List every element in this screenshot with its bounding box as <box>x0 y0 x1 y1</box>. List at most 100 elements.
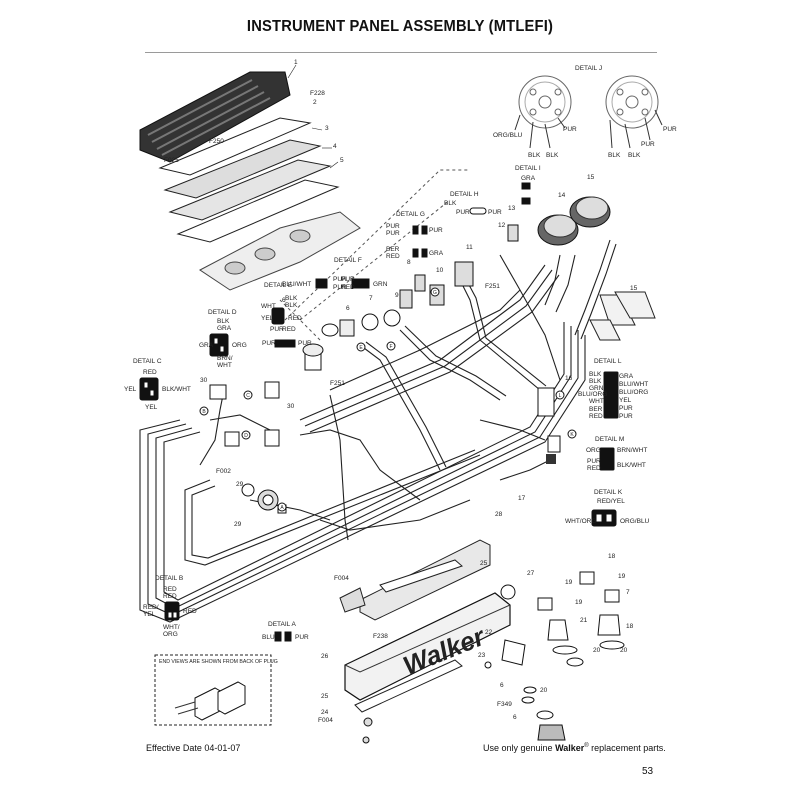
label-details-i-label: GRA <box>521 175 536 182</box>
label-details-g-a_r: PUR <box>429 227 443 234</box>
label-details-h-title: DETAIL H <box>450 191 479 198</box>
label-callouts-27: 28 <box>495 511 503 518</box>
label-callouts-1: 2 <box>313 99 317 106</box>
label-callouts-3: 4 <box>333 143 337 150</box>
label-callouts-24: 25 <box>321 693 329 700</box>
label-part_codes-1: F250 <box>209 138 224 145</box>
label-callouts-24: 25 <box>480 560 488 567</box>
label-callouts-5: 6 <box>500 682 504 689</box>
label-connector_letters-6: G <box>433 290 437 296</box>
label-callouts-11: 12 <box>498 222 506 229</box>
label-connector_letters-2: C <box>246 393 250 399</box>
label-details-l-rows-1-0: BLK <box>589 378 602 385</box>
label-details-c-bottom: YEL <box>145 404 158 411</box>
dashed-leader-frame <box>279 169 470 341</box>
switch-components-right <box>500 571 625 741</box>
label-details-b-bottom1: WHT/ <box>163 624 180 631</box>
label-part_codes-4: F002 <box>216 468 231 475</box>
label-callouts-28: 29 <box>234 521 242 528</box>
dash-cover-part-1 <box>139 64 297 163</box>
label-details-e-top1: BLK <box>285 295 298 302</box>
label-details-j-l4: BLK <box>546 152 559 159</box>
page-number: 53 <box>642 766 654 777</box>
label-details-j-r4: BLK <box>628 152 641 159</box>
label-details-k-left: WHT/ORG <box>565 518 596 525</box>
label-details-a-left: BLU <box>262 634 275 641</box>
label-connector_letters-5: F <box>389 344 392 350</box>
label-details-f-a_top: PUR <box>333 276 347 283</box>
label-details-k-top: RED/YEL <box>597 498 625 505</box>
label-callouts-5: 6 <box>282 297 286 304</box>
label-connector_letters-0: A <box>280 505 284 511</box>
label-details-d-top1: BLK <box>217 318 230 325</box>
label-part_codes-5: F004 <box>334 575 349 582</box>
label-details-d-bottom1: BRN/ <box>217 355 233 362</box>
label-details-l-rows-1-1: BLU/WHT <box>619 381 648 388</box>
label-details-h-left: PUR <box>456 209 470 216</box>
label-details-m-r2: BLK/WHT <box>617 462 646 469</box>
switch-cluster <box>302 224 519 371</box>
label-callouts-4: 5 <box>340 157 344 164</box>
label-details-k-right: ORG/BLU <box>620 518 650 525</box>
label-details-l-rows-4-1: YEL <box>619 397 632 404</box>
label-details-d-bottom2: WHT <box>217 362 232 369</box>
label-details-l-rows-6-1: PUR <box>619 413 633 420</box>
label-details-j-l3: BLK <box>528 152 541 159</box>
diagram-labels: 1 2 3 4 5 6 7 8 9 10 11 12 13 14 15 15 1… <box>124 59 677 724</box>
label-connector_letters-1: B <box>202 409 206 415</box>
label-details-m-l3: RED <box>587 465 601 472</box>
label-part_codes-7: F349 <box>497 701 512 708</box>
label-connector_letters-3: D <box>244 433 248 439</box>
label-details-j-title: DETAIL J <box>575 65 602 72</box>
label-callouts-22: 23 <box>478 652 486 659</box>
label-details-l-rows-5-0: BER <box>589 406 603 413</box>
label-part_codes-3: F251 <box>485 283 500 290</box>
label-callouts-10: 11 <box>466 244 473 251</box>
label-details-f-b_top: PUR <box>341 276 355 283</box>
label-details-m-l2: PUR <box>587 458 601 465</box>
registered-mark: ® <box>584 743 589 749</box>
label-callouts-19: 20 <box>620 647 628 654</box>
detail-connectors <box>139 182 619 642</box>
label-details-l-rows-3-0: BLU/ORG <box>578 391 607 398</box>
label-details-b-bottom2: ORG <box>163 631 178 638</box>
label-details-m-r1: BRN/WHT <box>617 447 647 454</box>
detail-j-gauge-backs <box>514 75 663 149</box>
label-end_view_note: END VIEWS ARE SHOWN FROM BACK OF PLUG <box>159 659 278 665</box>
label-callouts-6: 7 <box>626 589 630 596</box>
label-callouts-26: 27 <box>527 570 535 577</box>
label-details-c-top: RED <box>143 369 157 376</box>
label-details-e-low_right: PUR <box>298 340 312 347</box>
label-details-l-rows-4-0: WHT <box>589 398 604 405</box>
label-connector_letters-11: L <box>559 393 562 399</box>
label-details-l-rows-2-1: BLU/ORG <box>619 389 648 396</box>
label-part_codes-5: F004 <box>318 717 333 724</box>
label-callouts-25: 26 <box>321 653 329 660</box>
label-details-g-b_l2: RED <box>386 253 400 260</box>
label-part_codes-3: F251 <box>330 380 345 387</box>
label-details-b-left1: RED/ <box>143 604 159 611</box>
label-details-g-b_l1: BER <box>386 246 400 253</box>
label-details-h-right: PUR <box>488 209 502 216</box>
connector-letter-bubbles <box>199 287 577 512</box>
label-details-m-title: DETAIL M <box>595 436 624 443</box>
label-details-d-top2: GRA <box>217 325 232 332</box>
label-callouts-23: 24 <box>321 709 329 716</box>
lower-panel-28 <box>339 539 491 621</box>
label-part_codes-2: F025 <box>164 157 179 164</box>
decal-25-lower <box>354 659 463 744</box>
label-details-e-left2: YEL <box>261 315 274 322</box>
label-part_codes-6: F238 <box>373 633 388 640</box>
label-details-i-title: DETAIL I <box>515 165 541 172</box>
label-callouts-6: 7 <box>369 295 373 302</box>
label-callouts-14: 15 <box>587 174 595 181</box>
label-details-g-title: DETAIL G <box>396 211 425 218</box>
label-callouts-18: 19 <box>575 599 583 606</box>
decal-25-upper <box>379 559 463 593</box>
end-view-note-box <box>154 654 272 726</box>
label-details-b-left2: YEL <box>143 611 156 618</box>
label-callouts-17: 18 <box>608 553 616 560</box>
label-details-g-a_l1: PUR <box>386 223 400 230</box>
label-details-c-left: YEL <box>124 386 137 393</box>
label-details-e-top2: BLK <box>285 302 298 309</box>
